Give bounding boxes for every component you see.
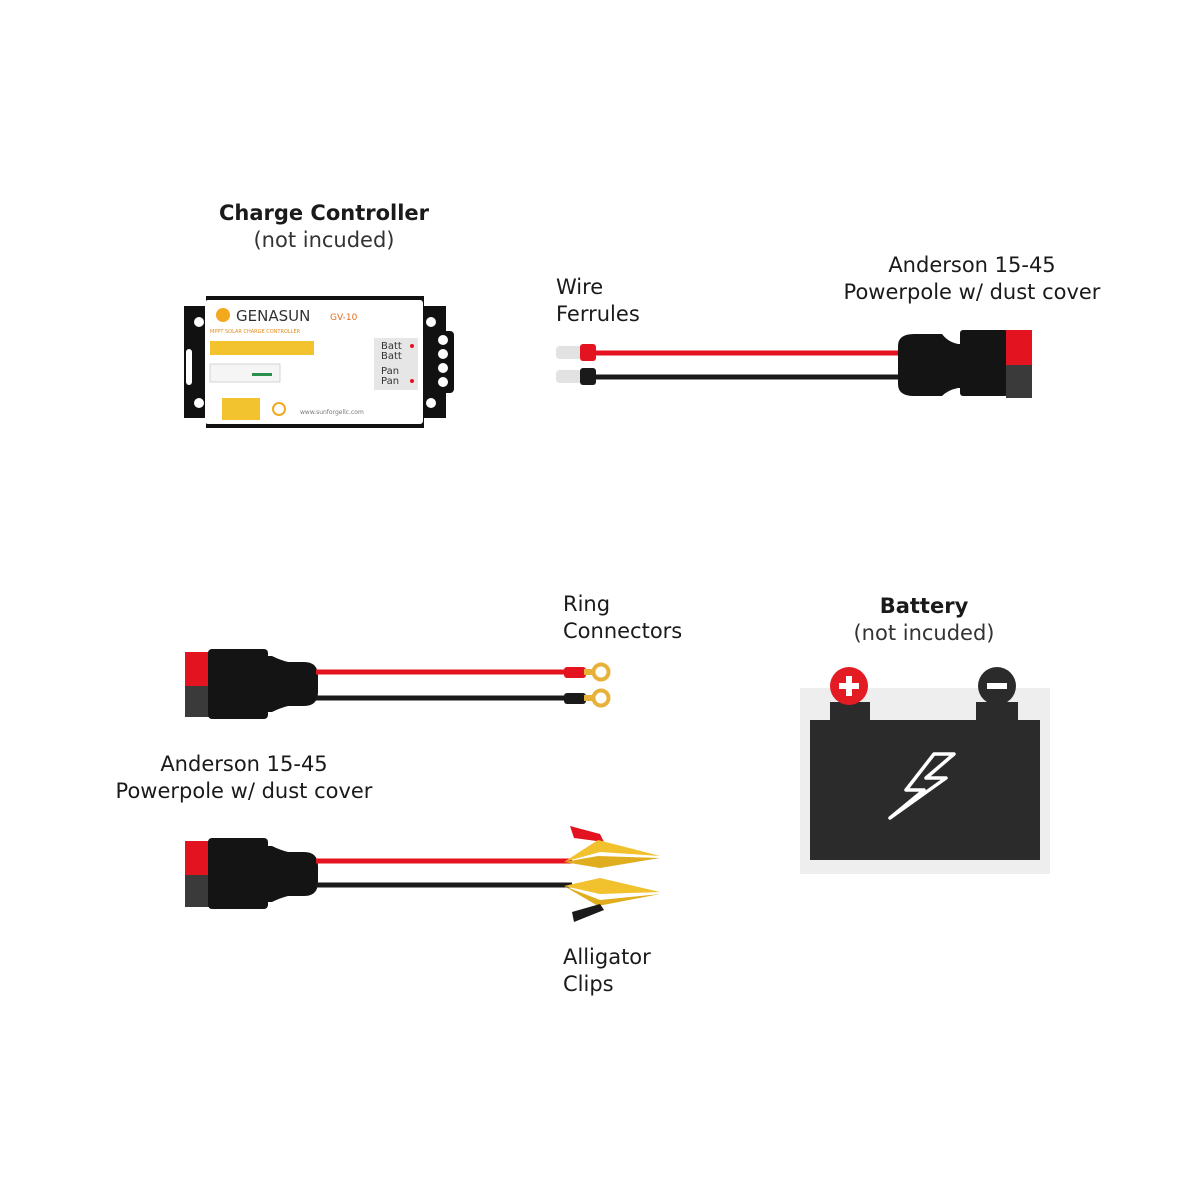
alligator-clips-label: Alligator Clips: [563, 944, 651, 998]
terminal-polarity-dot: [410, 344, 414, 348]
anderson-label-top: Anderson 15-45 Powerpole w/ dust cover: [822, 252, 1122, 306]
ring-sleeve-black: [564, 693, 586, 704]
alligator-clips-line1: Alligator: [563, 945, 651, 969]
terminal-label: Pan: [381, 366, 399, 377]
powerpole-boot: [262, 656, 318, 712]
terminal-screw-icon: [438, 335, 448, 345]
ferrule-sleeve-black: [580, 368, 596, 385]
ferrule-sleeve-red: [580, 344, 596, 361]
ring-sleeve-red: [564, 667, 586, 678]
mount-hole-icon: [194, 317, 204, 327]
wire-ferrules-line1: Wire: [556, 275, 604, 299]
ferrule-cable: [556, 330, 1032, 398]
battery-label: Battery (not incuded): [824, 593, 1024, 647]
ferrule-tip: [556, 346, 582, 359]
controller-accent-bar: [210, 341, 314, 355]
charge-controller: GENASUN GV-10 MPPT SOLAR CHARGE CONTROLL…: [184, 296, 454, 428]
charge-controller-title: Charge Controller: [218, 201, 430, 225]
ring-cable: [185, 649, 611, 719]
ring-connectors-line1: Ring: [563, 592, 611, 616]
anderson-bottom-line2: Powerpole w/ dust cover: [115, 779, 373, 803]
clip-handle-black: [572, 904, 604, 922]
battery: [800, 667, 1050, 874]
battery-subtitle: (not incuded): [853, 621, 995, 645]
mount-hole-icon: [426, 317, 436, 327]
alligator-clip-red-icon: [564, 840, 660, 862]
terminal-screw-icon: [438, 349, 448, 359]
ferrule-tip: [556, 370, 582, 383]
controller-led: [252, 373, 272, 376]
lightning-bolt-icon: [888, 752, 956, 820]
battery-body: [810, 702, 1040, 860]
mount-hole-icon: [426, 398, 436, 408]
powerpole-housing: [960, 330, 1008, 396]
plus-sign: [846, 676, 852, 696]
powerpole-red-contact: [1006, 330, 1032, 365]
terminal-polarity-dot: [410, 379, 414, 383]
anderson-label-bottom: Anderson 15-45 Powerpole w/ dust cover: [94, 751, 394, 805]
ring-connectors-label: Ring Connectors: [563, 591, 682, 645]
powerpole-housing: [208, 649, 268, 719]
powerpole-black-contact: [1006, 365, 1032, 398]
alligator-clips-line2: Clips: [563, 972, 614, 996]
sun-logo-icon: [216, 308, 230, 322]
wire-ferrules-line2: Ferrules: [556, 302, 640, 326]
terminal-label: Batt: [381, 351, 402, 362]
charge-controller-label: Charge Controller (not incuded): [204, 200, 444, 254]
terminal-label: Pan: [381, 376, 399, 387]
terminal-block: [432, 331, 454, 393]
clip-jaw: [564, 856, 660, 868]
controller-tagline: MPPT SOLAR CHARGE CONTROLLER: [210, 329, 301, 335]
status-indicator-icon: [272, 402, 286, 416]
clip-handle-red: [570, 826, 604, 842]
terminal-screw-icon: [438, 377, 448, 387]
clip-jaw: [564, 886, 660, 906]
wire-ferrules-label: Wire Ferrules: [556, 274, 640, 328]
anderson-top-line1: Anderson 15-45: [888, 253, 1056, 277]
controller-face: [205, 300, 423, 424]
controller-model: GV-10: [330, 313, 358, 323]
powerpole-boot: [262, 846, 318, 902]
alligator-clip-black-icon: [564, 878, 660, 894]
mount-hole-icon: [194, 398, 204, 408]
terminal-label: Batt: [381, 341, 402, 352]
anderson-bottom-line1: Anderson 15-45: [160, 752, 328, 776]
powerpole-boot: [898, 334, 968, 396]
controller-display: [209, 363, 281, 383]
charge-controller-subtitle: (not incuded): [253, 228, 395, 252]
mount-slot: [186, 349, 192, 385]
battery-title: Battery: [879, 594, 969, 618]
ring-terminal-icon: [591, 662, 611, 682]
controller-brand: GENASUN: [236, 307, 310, 325]
controller-badge: [222, 398, 260, 420]
minus-sign: [987, 683, 1007, 689]
ring-connectors-line2: Connectors: [563, 619, 683, 643]
terminal-screw-icon: [438, 363, 448, 373]
anderson-top-line2: Powerpole w/ dust cover: [843, 280, 1101, 304]
alligator-cable: [185, 826, 660, 922]
ring-terminal-icon: [591, 688, 611, 708]
powerpole-housing: [208, 838, 268, 909]
controller-website: www.sunforgellc.com: [300, 409, 364, 416]
